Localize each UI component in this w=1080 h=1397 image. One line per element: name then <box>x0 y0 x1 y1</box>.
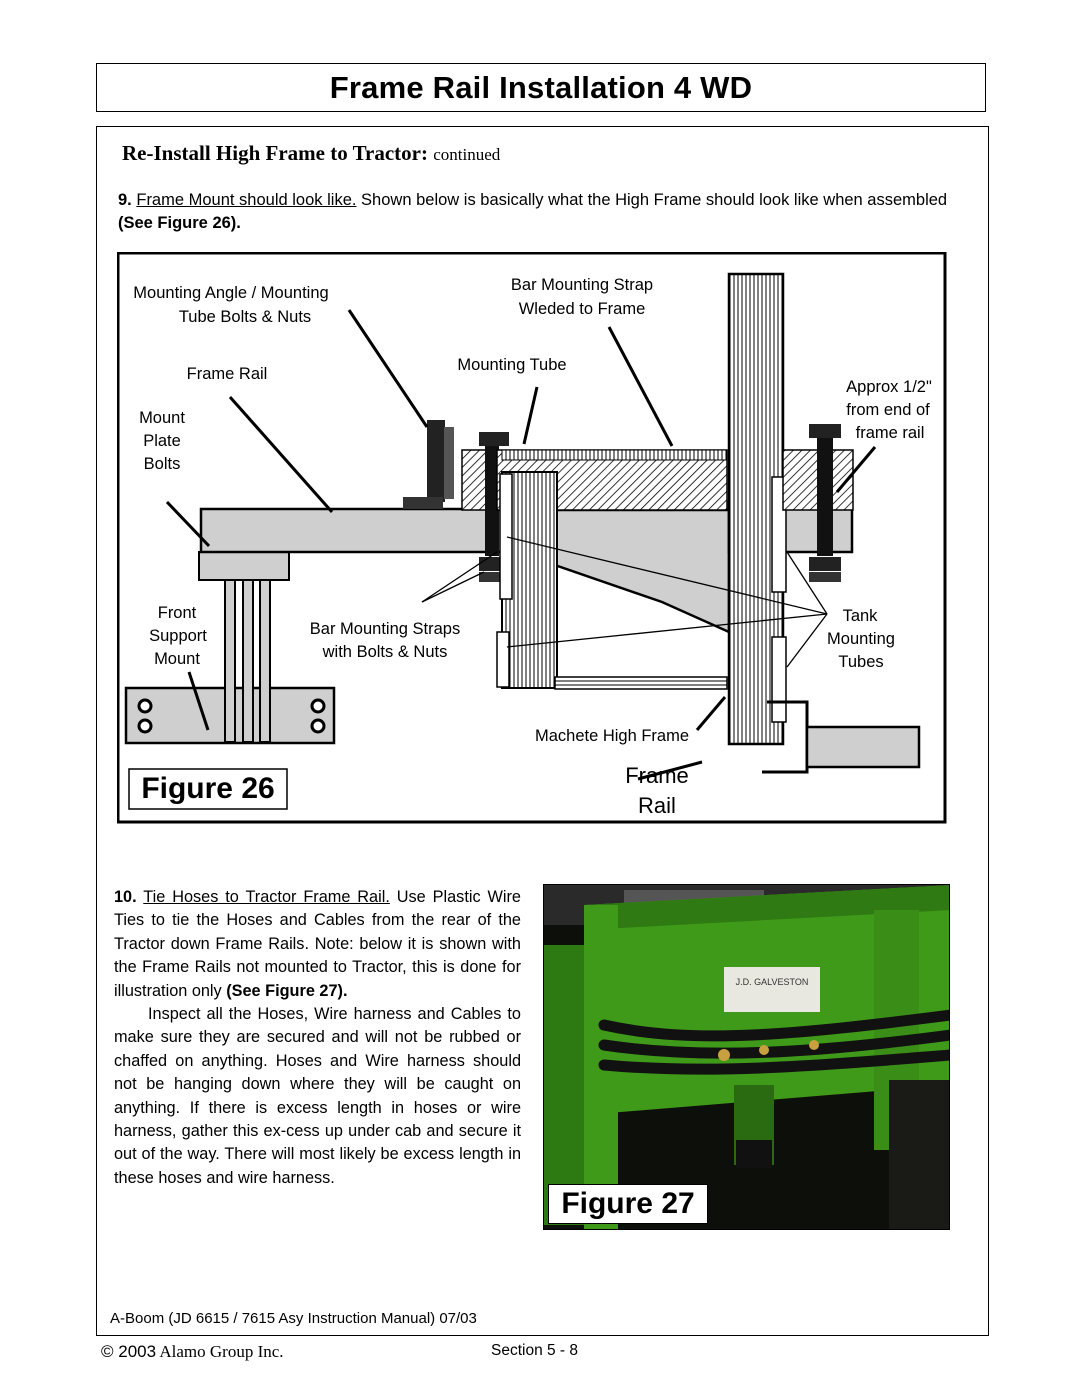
footer-manual-title: A-Boom (JD 6615 / 7615 Asy Instruction M… <box>110 1310 477 1327</box>
label-front-support-line3: Mount <box>154 650 200 668</box>
subheading-continued: continued <box>433 145 501 164</box>
step-10-figure-ref: (See Figure 27) <box>226 981 343 1000</box>
copyright-company: Alamo Group Inc. <box>156 1342 284 1361</box>
content-box <box>96 126 989 1336</box>
label-straps-line2: with Bolts & Nuts <box>322 643 448 661</box>
label-mount-plate-line2: Plate <box>143 432 181 450</box>
step-9: 9. Frame Mount should look like. Shown b… <box>118 189 978 235</box>
label-tank-line1: Tank <box>843 607 879 625</box>
step-10: 10. Tie Hoses to Tractor Frame Rail. Use… <box>114 886 521 1190</box>
step-9-end: . <box>236 214 241 232</box>
label-front-support-line2: Support <box>149 627 207 645</box>
step-10-end: . <box>342 981 348 1000</box>
figure-26-diagram: Mounting Angle / Mounting Tube Bolts & N… <box>117 252 947 824</box>
subheading-text: Re-Install High Frame to Tractor: <box>122 141 428 165</box>
label-mount-plate-line3: Bolts <box>144 455 181 473</box>
label-tank-line2: Mounting <box>827 630 895 648</box>
page-title: Frame Rail Installation 4 WD <box>329 69 753 105</box>
label-straps-line1: Bar Mounting Straps <box>310 620 460 638</box>
figure-26-caption: Figure 26 <box>141 772 274 805</box>
label-mounting-angle-line1: Mounting Angle / Mounting <box>133 284 328 302</box>
label-frame-rail-bottom-line2: Rail <box>638 793 676 818</box>
label-front-support-line1: Front <box>158 604 197 622</box>
label-approx-line2: from end of <box>846 401 930 419</box>
footer-copyright: © 2003 Alamo Group Inc. <box>101 1342 284 1362</box>
step-9-lead: Frame Mount should look like. <box>136 191 357 209</box>
step-10-paragraph-2: Inspect all the Hoses, Wire harness and … <box>114 1005 521 1187</box>
label-frame-rail-bottom-line1: Frame <box>625 763 689 788</box>
section-subheading: Re-Install High Frame to Tractor: contin… <box>122 141 500 166</box>
label-bar-strap-line2: Wleded to Frame <box>519 300 646 318</box>
label-bar-strap-line1: Bar Mounting Strap <box>511 276 653 294</box>
label-mounting-angle-line2: Tube Bolts & Nuts <box>179 308 311 326</box>
label-mounting-tube: Mounting Tube <box>457 356 566 374</box>
step-9-number: 9. <box>118 191 132 209</box>
step-10-lead: Tie Hoses to Tractor Frame Rail. <box>143 888 390 906</box>
label-machete-high-frame: Machete High Frame <box>535 727 689 745</box>
step-10-text: Use Plastic Wire Ties to tie the Hoses a… <box>114 888 521 1000</box>
step-10-number: 10. <box>114 888 137 906</box>
figure-27-photo: J.D. GALVESTON <box>543 884 950 1230</box>
copyright-year: © 2003 <box>101 1342 157 1361</box>
title-box: Frame Rail Installation 4 WD <box>96 63 986 112</box>
label-tank-line3: Tubes <box>838 653 883 671</box>
label-approx-line3: frame rail <box>856 424 925 442</box>
footer-section-number: Section 5 - 8 <box>491 1342 579 1359</box>
decal-text: J.D. GALVESTON <box>736 977 809 987</box>
step-9-figure-ref: (See Figure 26) <box>118 214 237 232</box>
label-frame-rail-left: Frame Rail <box>187 365 268 383</box>
step-9-text: Shown below is basically what the High F… <box>356 191 948 209</box>
figure-27-caption: Figure 27 <box>548 1184 708 1224</box>
label-mount-plate-line1: Mount <box>139 409 185 427</box>
label-approx-line1: Approx 1/2" <box>846 378 932 396</box>
